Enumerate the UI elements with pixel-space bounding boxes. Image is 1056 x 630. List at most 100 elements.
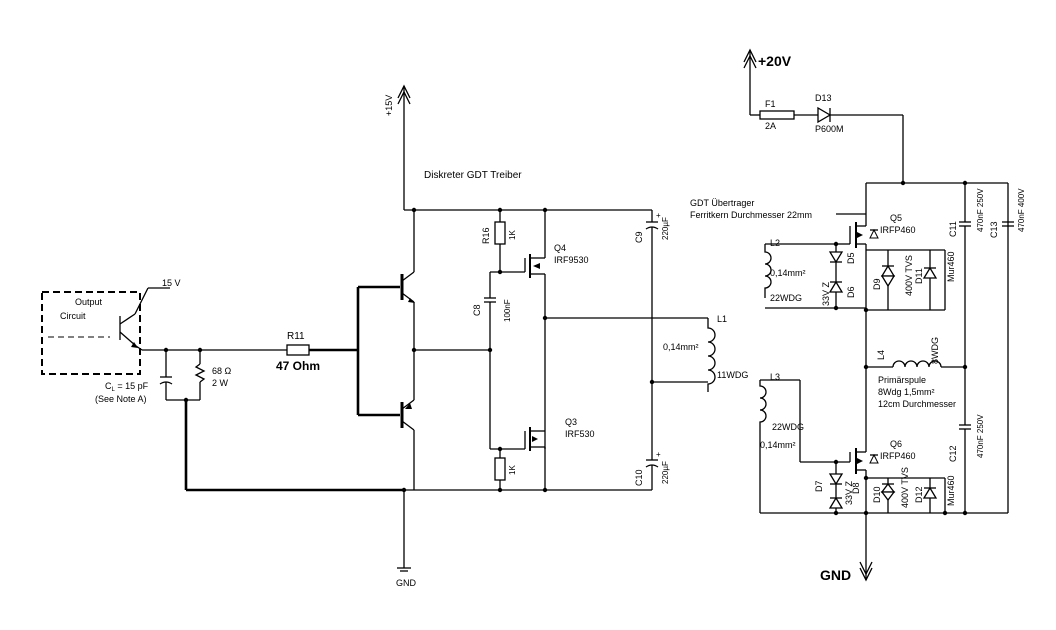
resistor-low-1k [494,457,506,481]
zener-d7-d8 [828,462,844,513]
pnp-transistor-bottom [358,399,415,431]
d10-name: D10 [872,486,882,503]
c12-name: C12 [948,445,958,462]
gnd-right-label: GND [820,567,851,583]
resistor-68-ohm [194,350,206,400]
output-circuit-box: Output Circuit [41,291,141,375]
cl-subscript: L [112,387,116,393]
q5-part: IRFP460 [880,225,916,235]
inductor-l1 [707,318,716,392]
q3-name: Q3 [565,417,577,427]
d11-part: Mur460 [946,251,956,282]
c10-value: 220µF [661,461,670,484]
junction-dot [487,347,493,353]
d7-name: D7 [814,480,824,492]
q3-part: IRF530 [565,429,595,439]
junction-dot [542,207,548,213]
l4-turns: 8WDG [930,337,940,364]
r68-value: 68 Ω [212,366,232,376]
npn-transistor-top [358,271,415,303]
d8-zener: 33V Z [844,480,854,505]
svg-text:+: + [656,450,661,459]
c9-name: C9 [634,231,644,243]
d10-tvs: 400V TVS [900,467,910,508]
inductor-l3 [759,380,767,432]
d12-name: D12 [914,486,924,503]
fuse-f1 [759,110,795,120]
junction-dot [497,269,503,275]
r11-name: R11 [287,331,305,342]
c9-value: 220µF [661,217,670,240]
diode-d12 [922,478,938,513]
capacitor-c11 [959,221,971,227]
vcc-20v-label: +20V [758,53,792,69]
output-transistor [119,287,170,351]
tvs-d10 [880,478,896,513]
capacitor-c12 [959,424,971,430]
c13-value: 470nF 400V [1017,188,1026,232]
output-box-subtitle: Circuit [60,311,86,321]
junction-dot [411,207,417,213]
c12-value: 470nF 250V [976,414,985,458]
capacitor-c13 [1002,221,1014,227]
l1-wire: 0,14mm² [663,342,699,352]
vcc-20v-arrow [743,48,757,115]
d12-part: Mur460 [946,475,956,506]
l3-wire: 0,14mm² [760,440,796,450]
cl-note: (See Note A) [95,394,147,404]
output-box-title: Output [75,297,103,307]
c11-name: C11 [948,221,958,237]
svg-text:+: + [656,211,661,220]
resistor-r11 [286,344,310,356]
r16-value: 1K [508,230,517,240]
inductor-l4 [892,360,942,368]
junction-dot [542,487,548,493]
mosfet-q4 [524,210,546,449]
d11-name: D11 [914,268,924,284]
q6-part: IRFP460 [880,451,916,461]
primary-line1: Primärspule [878,375,926,385]
d6-zener: 33V Z [821,281,831,306]
inductor-l2 [764,244,772,298]
c10-name: C10 [634,469,644,486]
q4-part: IRF9530 [554,255,589,265]
diode-d13 [817,106,832,124]
l2-name: L2 [770,238,780,248]
l2-wire: 0,14mm² [770,268,806,278]
junction-dot [833,241,839,247]
capacitor-c8 [484,297,496,303]
ground-symbol-left [397,490,411,572]
junction-dot [942,510,948,516]
l1-turns: 11WDG [717,370,748,380]
resistor-r16 [494,221,506,245]
mosfet-q6 [800,430,879,513]
junction-dot [900,180,906,186]
load-capacitor-cl [159,350,173,400]
r11-value: 47 Ohm [276,359,320,373]
vcc-15v-arrow [397,84,411,210]
f1-value: 2A [765,121,776,131]
junction-dot [833,305,839,311]
f1-name: F1 [765,99,776,109]
junction-dot [863,475,869,481]
transformer-title: GDT Übertrager [690,198,754,208]
transformer-subtitle: Ferritkern Durchmesser 22mm [690,210,812,220]
ground-arrow-right [859,513,873,582]
d6-name: D6 [846,286,856,298]
junction-dot [833,510,839,516]
q6-name: Q6 [890,439,902,449]
junction-dot [863,307,869,313]
d9-name: D9 [872,278,882,290]
r68-power: 2 W [212,378,229,388]
tvs-d9 [880,250,896,310]
l4-name: L4 [876,350,886,360]
l3-name: L3 [770,372,780,382]
supply-15v-label: 15 V [162,278,181,288]
page-title: Diskreter GDT Treiber [424,170,522,181]
cl-value: = 15 pF [115,381,149,391]
l2-turns: 22WDG [770,293,802,303]
r-low-value: 1K [508,465,517,475]
junction-dot [833,459,839,465]
vcc-15v-label: +15V [384,95,394,116]
svg-text:CL = 15 pF: CL = 15 pF [105,381,149,393]
